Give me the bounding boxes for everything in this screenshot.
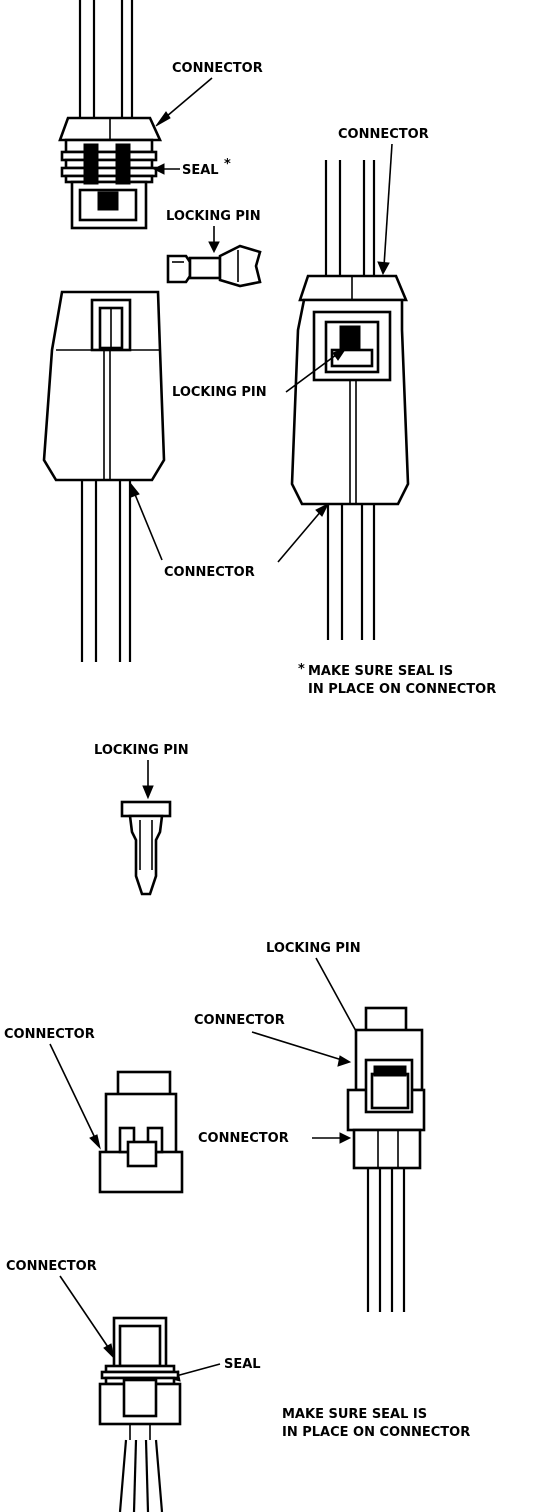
leader-locking-pin-loose [208, 226, 220, 254]
label-connector-bottom: CONNECTOR [164, 565, 255, 580]
label-connector-right-lower: CONNECTOR [198, 1131, 289, 1146]
leader-connector-right-upper [251, 1031, 352, 1067]
label-note-mark-top: * [298, 662, 305, 677]
label-connector-right-top: CONNECTOR [338, 127, 429, 142]
label-locking-pin-c: LOCKING PIN [266, 941, 361, 956]
connector-large-left [42, 290, 166, 662]
note-bottom-line2: IN PLACE ON CONNECTOR [282, 1425, 470, 1440]
note-bottom-line1: MAKE SURE SEAL IS [282, 1407, 427, 1422]
label-connector-top: CONNECTOR [172, 61, 263, 76]
leader-connector-left [49, 1043, 101, 1150]
leader-connector-top [155, 77, 213, 127]
label-locking-pin-b: LOCKING PIN [94, 743, 189, 758]
connector-small-left [98, 1070, 184, 1194]
label-seal-mark: * [224, 157, 231, 172]
label-locking-pin-mid: LOCKING PIN [172, 385, 267, 400]
label-connector-left: CONNECTOR [4, 1027, 95, 1042]
connector-assembled-lower-right [346, 1006, 426, 1312]
note-top-line2: IN PLACE ON CONNECTOR [308, 682, 496, 697]
connector-half-top-left [58, 0, 163, 230]
note-top-line1: MAKE SURE SEAL IS [308, 664, 453, 679]
leaders-connector-bottom [130, 482, 330, 563]
locking-pin-loose [166, 244, 262, 288]
label-locking-pin-loose: LOCKING PIN [166, 209, 261, 224]
label-connector-bottom-c: CONNECTOR [6, 1259, 97, 1274]
locking-pin-b [120, 800, 172, 896]
label-seal: SEAL [182, 163, 219, 178]
connector-bottom-with-seal [98, 1316, 182, 1512]
leader-connector-right-top [377, 143, 393, 276]
label-connector-right-upper: CONNECTOR [194, 1013, 285, 1028]
connector-assembled-right [290, 160, 410, 640]
leader-locking-pin-b [142, 760, 154, 800]
leader-connector-bottom-c [59, 1275, 115, 1360]
leader-seal [152, 163, 180, 175]
leader-locking-pin-mid [285, 346, 348, 393]
leader-connector-right-lower [312, 1132, 352, 1144]
label-seal-c: SEAL [224, 1357, 261, 1372]
